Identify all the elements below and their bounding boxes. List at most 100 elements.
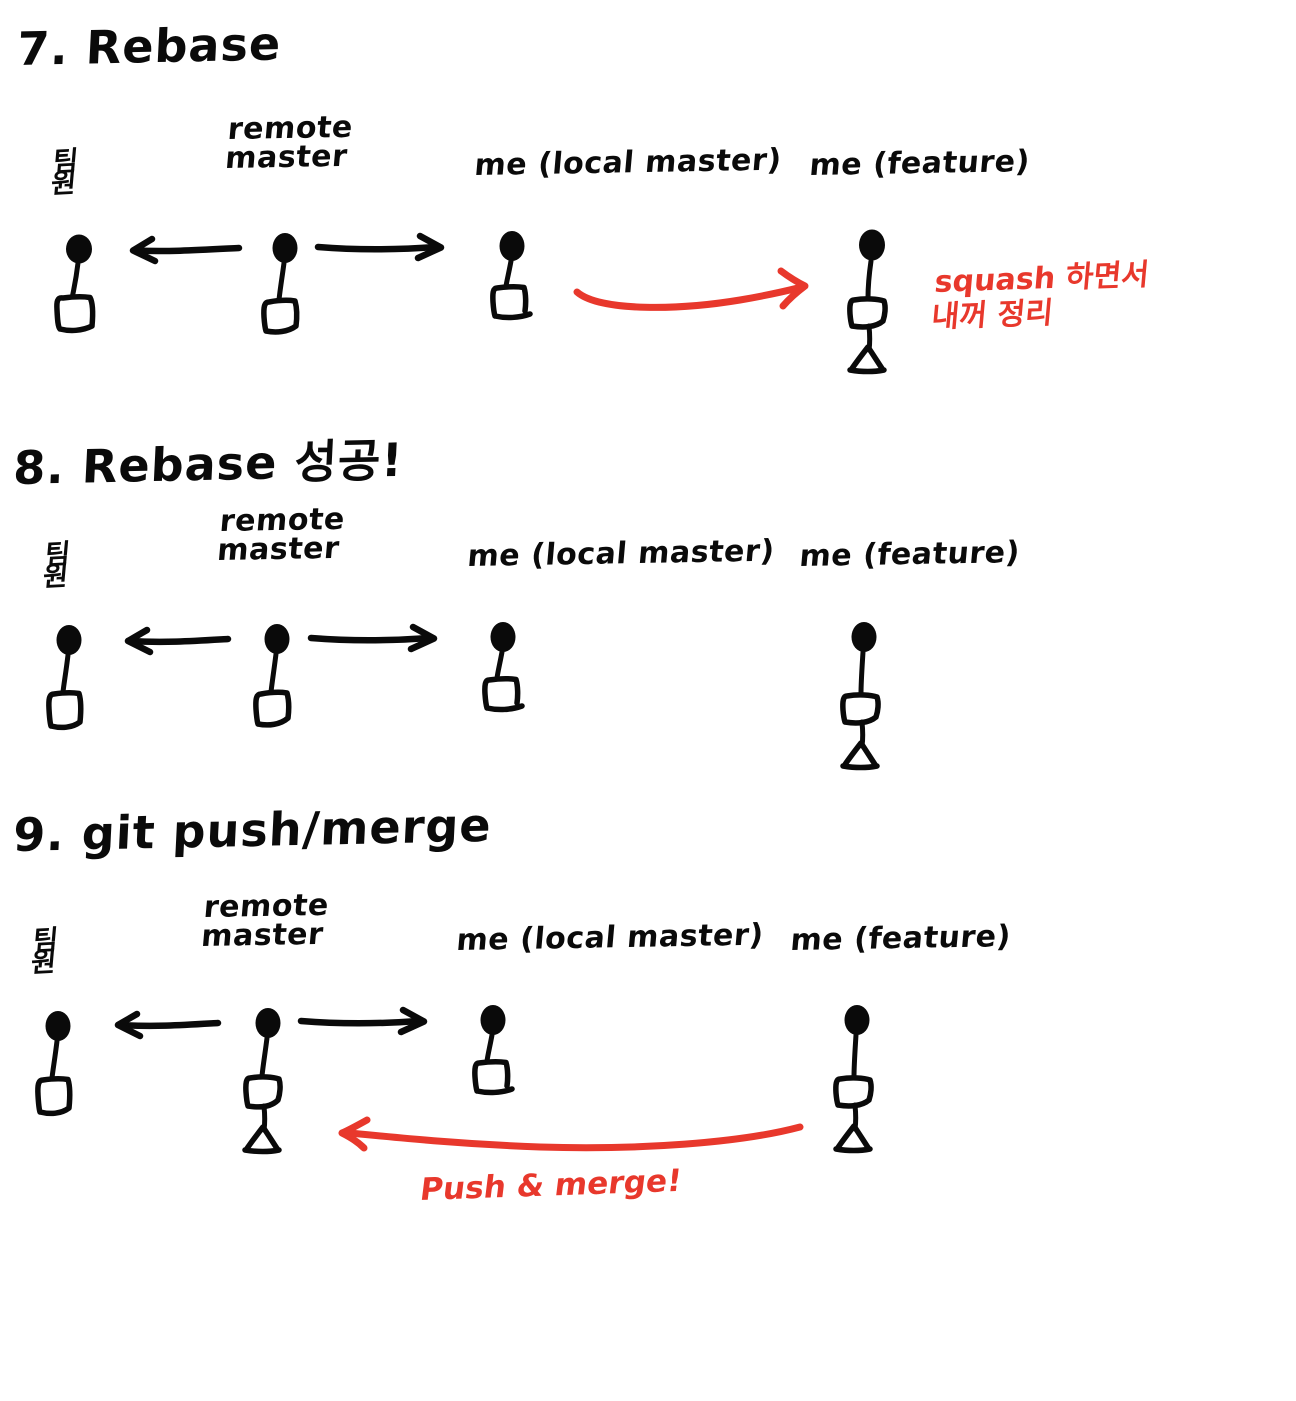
branch-line	[60, 652, 71, 695]
commit-square-icon	[46, 690, 84, 731]
arrow-shaft	[346, 1123, 804, 1152]
column-label-local-master-s7: me (local master)	[473, 142, 784, 183]
column-label-remote-master-s8: remote master	[215, 501, 347, 569]
commit-dot-icon	[45, 1011, 71, 1041]
branch-line	[494, 649, 505, 681]
branch-line	[484, 1032, 495, 1064]
section-title-8: 8. Rebase 성공!	[12, 432, 405, 496]
arrow-shaft	[116, 1019, 222, 1030]
commit-triangle-icon	[833, 1123, 873, 1154]
arrow-shaft	[131, 244, 243, 255]
arrow-head-right-icon	[397, 1006, 428, 1036]
node-group-teammate-s8	[46, 625, 84, 731]
commit-dot-icon	[859, 229, 885, 261]
column-label-teammate-s8: 팀 원	[41, 538, 72, 594]
commit-dot-icon	[272, 233, 298, 263]
branch-line	[503, 258, 514, 289]
branch-line	[261, 1103, 268, 1133]
branch-line	[851, 1032, 859, 1080]
node-group-feature-s7	[847, 229, 888, 375]
commit-square-icon	[482, 676, 525, 713]
branch-line	[276, 260, 287, 303]
arrow-head-right-icon	[407, 623, 438, 653]
node-group-remote-master-s8	[253, 624, 292, 728]
arrow-left-s9	[114, 1010, 222, 1040]
node-group-teammate-s9	[35, 1011, 73, 1117]
branch-line	[852, 1102, 859, 1132]
commit-dot-icon	[56, 625, 82, 655]
commit-square-icon	[253, 689, 292, 728]
commit-square-icon	[243, 1074, 283, 1110]
section-9-graph	[35, 1005, 874, 1155]
node-group-remote-master-s7	[261, 233, 300, 335]
node-group-local-master-s8	[482, 622, 525, 713]
commit-square-icon	[35, 1076, 73, 1117]
commit-square-icon	[472, 1059, 515, 1096]
node-group-teammate-s7	[54, 234, 96, 334]
arrow-shaft	[297, 1017, 423, 1027]
node-group-feature-s9	[833, 1005, 874, 1154]
column-label-teammate-s9: 팀 원	[29, 924, 60, 980]
commit-triangle-icon	[840, 740, 880, 771]
arrow-left-s7	[129, 235, 243, 265]
commit-triangle-icon	[847, 344, 887, 375]
commit-square-icon	[54, 294, 96, 334]
arrow-head-left-icon	[338, 1116, 371, 1152]
arrow-shaft	[314, 243, 440, 253]
branch-line	[866, 323, 873, 353]
annotation-squash-note: squash 하면서 내꺼 정리	[930, 257, 1151, 336]
commit-dot-icon	[844, 1005, 870, 1035]
branch-line	[865, 258, 874, 301]
arrow-head-left-icon	[114, 1010, 144, 1040]
node-group-feature-s8	[840, 622, 881, 771]
commit-dot-icon	[264, 624, 290, 654]
column-label-local-master-s8: me (local master)	[466, 533, 777, 574]
branch-line	[49, 1038, 60, 1081]
column-label-feature-s7: me (feature)	[808, 144, 1032, 183]
commit-square-icon	[490, 284, 533, 321]
node-group-local-master-s7	[490, 231, 533, 321]
arrow-right-s8	[307, 623, 438, 653]
arrow-left-s8	[124, 626, 232, 656]
node-group-local-master-s9	[472, 1005, 515, 1096]
section-title-7: 7. Rebase	[16, 16, 283, 77]
column-label-local-master-s9: me (local master)	[455, 917, 766, 958]
branch-line	[259, 1035, 270, 1079]
commit-dot-icon	[499, 231, 525, 261]
commit-square-icon	[840, 692, 881, 726]
column-label-teammate-s7: 팀 원	[49, 145, 80, 201]
commit-square-icon	[833, 1075, 874, 1109]
commit-square-icon	[847, 296, 888, 330]
column-label-feature-s8: me (feature)	[798, 535, 1022, 574]
branch-line	[859, 719, 866, 749]
arrow-head-right-icon	[777, 267, 809, 310]
commit-square-icon	[261, 297, 300, 335]
arrow-shaft	[126, 635, 232, 646]
arrow-head-left-icon	[129, 235, 159, 265]
red-arrow-squash-s7	[573, 267, 809, 311]
column-label-remote-master-s7: remote master	[223, 109, 355, 177]
section-title-9: 9. git push/merge	[12, 798, 493, 862]
arrow-head-right-icon	[414, 232, 445, 262]
arrow-right-s7	[314, 232, 445, 262]
commit-dot-icon	[480, 1005, 506, 1035]
red-arrow-push-merge-s9	[338, 1116, 804, 1152]
arrow-right-s9	[297, 1006, 428, 1036]
commit-dot-icon	[66, 234, 92, 264]
annotation-push-merge-note: Push & merge!	[418, 1162, 684, 1209]
arrow-head-left-icon	[124, 626, 154, 656]
arrow-shaft	[307, 634, 433, 644]
commit-triangle-icon	[242, 1124, 282, 1155]
branch-line	[858, 649, 866, 697]
branch-line	[70, 260, 81, 299]
section-8-graph	[46, 622, 881, 771]
commit-dot-icon	[851, 622, 877, 652]
arrow-shaft	[573, 283, 806, 311]
branch-line	[268, 651, 279, 695]
commit-dot-icon	[490, 622, 516, 652]
section-7-graph	[54, 229, 888, 375]
commit-dot-icon	[255, 1008, 281, 1038]
column-label-feature-s9: me (feature)	[789, 919, 1013, 958]
column-label-remote-master-s9: remote master	[199, 887, 331, 955]
